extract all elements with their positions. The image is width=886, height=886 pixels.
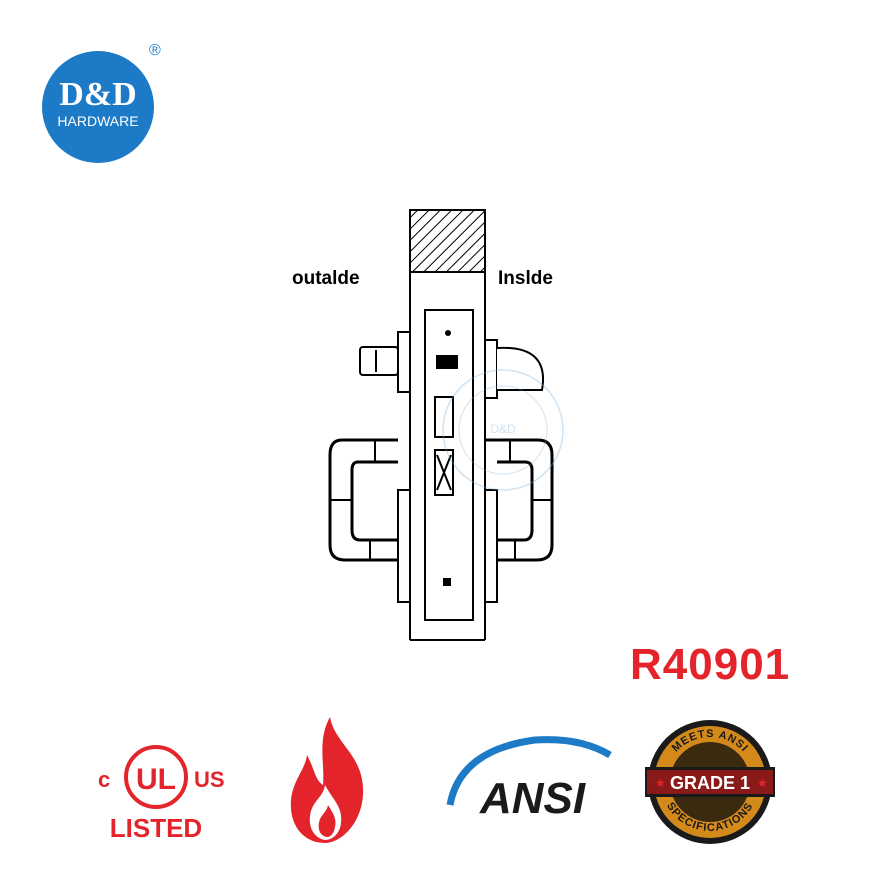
ul-listed-logo: c UL US LISTED <box>94 745 254 845</box>
svg-text:UL: UL <box>136 763 176 796</box>
outside-label: outalde <box>292 268 360 289</box>
svg-text:c: c <box>98 767 110 792</box>
inside-label: Inslde <box>498 268 553 289</box>
svg-text:D&D: D&D <box>490 422 516 436</box>
svg-text:★: ★ <box>757 776 768 790</box>
watermark: D&D <box>442 369 564 491</box>
logo-brand-text: D&D <box>59 76 136 113</box>
svg-text:ANSI: ANSI <box>479 774 586 823</box>
brand-logo: D&D HARDWARE ® <box>41 42 161 164</box>
lock-diagram: outalde Inslde D&D <box>280 200 600 650</box>
flame-icon <box>285 715 370 845</box>
door-section <box>409 209 486 273</box>
svg-text:LISTED: LISTED <box>110 813 202 843</box>
logo-sub-text: HARDWARE <box>57 113 138 129</box>
registered-mark: ® <box>149 42 161 59</box>
svg-text:US: US <box>194 767 225 792</box>
model-number: R40901 <box>630 640 791 689</box>
ansi-logo: ANSI <box>440 735 620 825</box>
svg-text:★: ★ <box>655 776 666 790</box>
grade1-badge: MEETS ANSI SPECIFICATIONS GRADE 1 ★ ★ <box>643 717 777 847</box>
key-cylinder <box>359 346 399 376</box>
thumb-turn <box>496 346 544 391</box>
svg-text:GRADE 1: GRADE 1 <box>670 773 750 793</box>
